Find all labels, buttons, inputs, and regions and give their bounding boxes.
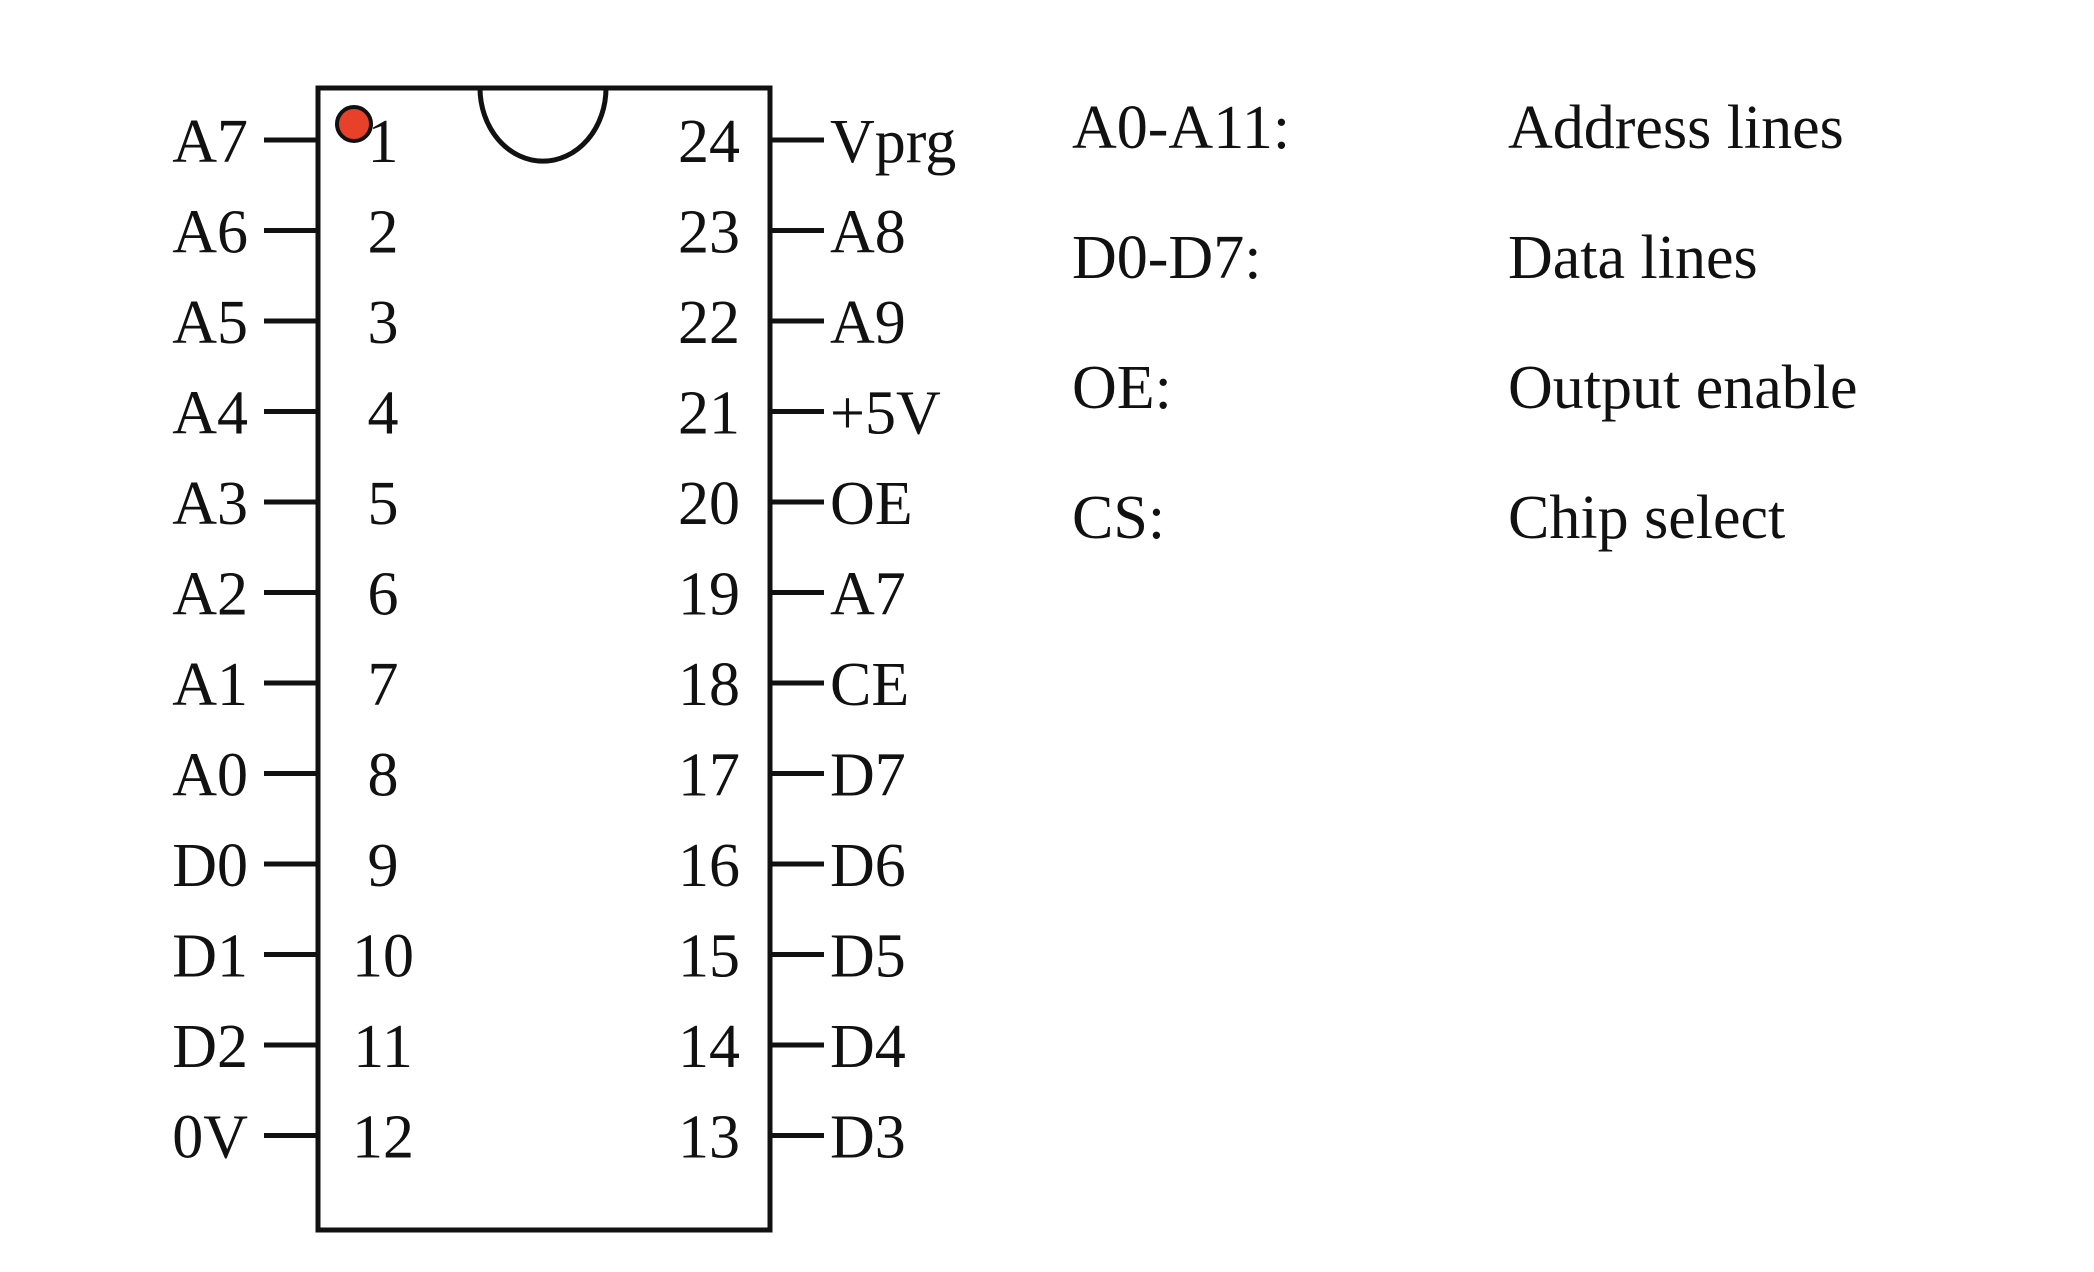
pin-number: 17 bbox=[678, 742, 740, 810]
pin-number: 9 bbox=[368, 832, 399, 900]
legend-description: Chip select bbox=[1508, 484, 1785, 552]
pin-number: 1 bbox=[368, 108, 399, 176]
pin-signal-label: A7 bbox=[172, 108, 248, 176]
pin-signal-label: A2 bbox=[172, 561, 248, 629]
pin-signal-label: Vprg bbox=[830, 108, 956, 176]
legend-term: D0-D7: bbox=[1072, 224, 1261, 292]
pin-number: 24 bbox=[678, 108, 740, 176]
legend-description: Data lines bbox=[1508, 224, 1758, 292]
pin-signal-label: D3 bbox=[830, 1104, 906, 1172]
pin-number: 12 bbox=[352, 1104, 414, 1172]
pin-signal-label: A4 bbox=[172, 380, 248, 448]
pin-number: 19 bbox=[678, 561, 740, 629]
pin-signal-label: D2 bbox=[172, 1013, 248, 1081]
right-pin-column: 24 Vprg 23 A8 22 A9 21 +5V 20 OE 19 A7 18 CE 17 D7 16 D6 1… bbox=[678, 108, 956, 1172]
pin-number: 18 bbox=[678, 651, 740, 719]
pin-number: 8 bbox=[368, 742, 399, 810]
pin-signal-label: D4 bbox=[830, 1013, 906, 1081]
pin-number: 4 bbox=[368, 380, 399, 448]
pin-signal-label: A9 bbox=[830, 289, 906, 357]
pin-signal-label: A0 bbox=[172, 742, 248, 810]
pin-number: 23 bbox=[678, 199, 740, 267]
pin-signal-label: A6 bbox=[172, 199, 248, 267]
pin-signal-label: OE bbox=[830, 470, 913, 538]
pin-number: 11 bbox=[353, 1013, 413, 1081]
pin-number: 20 bbox=[678, 470, 740, 538]
pin1-marker-dot bbox=[335, 105, 373, 143]
pin-signal-label: D1 bbox=[172, 923, 248, 991]
legend-term: A0-A11: bbox=[1072, 94, 1290, 162]
pin-number: 15 bbox=[678, 923, 740, 991]
pin-signal-label: CE bbox=[830, 651, 909, 719]
pin-signal-label: +5V bbox=[830, 380, 941, 448]
pin-number: 5 bbox=[368, 470, 399, 538]
pin-number: 13 bbox=[678, 1104, 740, 1172]
pin-number: 7 bbox=[368, 651, 399, 719]
pin-number: 3 bbox=[368, 289, 399, 357]
pin-signal-label: D5 bbox=[830, 923, 906, 991]
pin-signal-label: 0V bbox=[172, 1104, 248, 1172]
pin-number: 10 bbox=[352, 923, 414, 991]
pin-number: 14 bbox=[678, 1013, 740, 1081]
pin-signal-label: D7 bbox=[830, 742, 906, 810]
pin-signal-label: A8 bbox=[830, 199, 906, 267]
legend-description: Address lines bbox=[1508, 94, 1844, 162]
pin-signal-label: A7 bbox=[830, 561, 906, 629]
chip-notch bbox=[477, 87, 609, 164]
legend-description: Output enable bbox=[1508, 354, 1858, 422]
pin-number: 2 bbox=[368, 199, 399, 267]
pin-number: 21 bbox=[678, 380, 740, 448]
pin-signal-label: A1 bbox=[172, 651, 248, 719]
pin-signal-label: D0 bbox=[172, 832, 248, 900]
pin-signal-label: A3 bbox=[172, 470, 248, 538]
chip-body bbox=[315, 85, 773, 1233]
pin-number: 16 bbox=[678, 832, 740, 900]
pin-signal-label: A5 bbox=[172, 289, 248, 357]
pin-number: 22 bbox=[678, 289, 740, 357]
pin-signal-label: D6 bbox=[830, 832, 906, 900]
legend-term: CS: bbox=[1072, 484, 1165, 552]
pin-number: 6 bbox=[368, 561, 399, 629]
legend-term: OE: bbox=[1072, 354, 1172, 422]
